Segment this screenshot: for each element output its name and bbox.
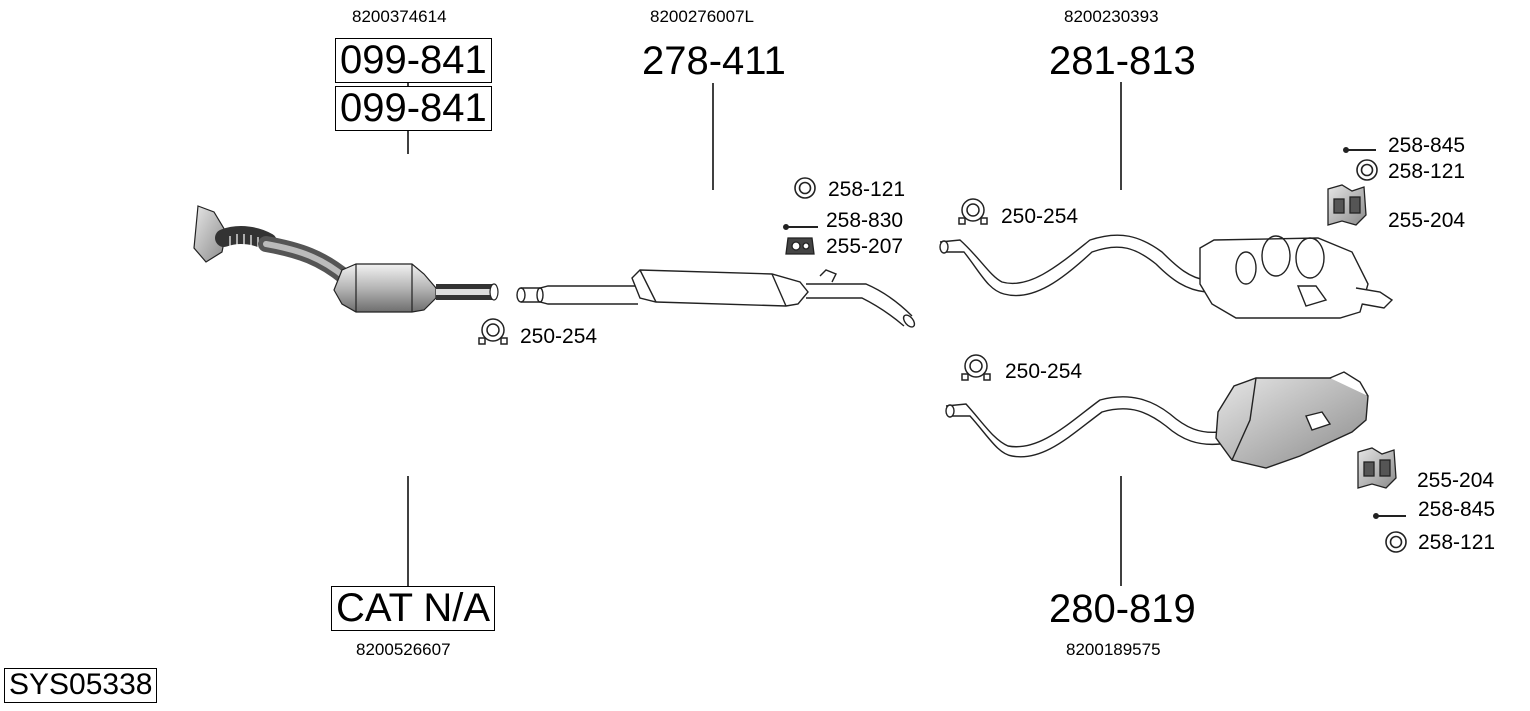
clamp-icon-rear-top	[958, 198, 988, 225]
bolt-icon-rear-bottom	[1373, 513, 1406, 519]
bolt-icon-middle	[783, 224, 818, 230]
clamp-icon-rear-bottom	[961, 354, 991, 381]
accessory-label-mount-rear-bottom[interactable]: 255-204	[1417, 469, 1495, 492]
accessory-label-mount-rear-top[interactable]: 255-204	[1388, 209, 1466, 232]
mount-icon-rear-top	[1327, 184, 1367, 226]
clamp-icon-cat	[478, 318, 508, 345]
accessory-label-clamp-rear-top[interactable]: 250-254	[1001, 205, 1079, 228]
accessory-label-bolt-middle[interactable]: 258-830	[826, 209, 904, 232]
mount-icon-group	[785, 184, 1397, 489]
clamp-icon-group	[478, 198, 991, 381]
accessory-label-mount-middle[interactable]: 255-207	[826, 235, 904, 258]
catalytic-converter-drawing	[193, 205, 499, 313]
ring-icon-group	[794, 159, 1407, 553]
mount-icon-rear-bottom	[1357, 447, 1397, 489]
ring-icon-rear-top	[1356, 159, 1378, 181]
part-number-box-cat-na[interactable]: CAT N/A	[331, 586, 496, 631]
part-number-rear-top[interactable]: 281-813	[1049, 39, 1196, 83]
part-number-middle[interactable]: 278-411	[642, 39, 786, 83]
rear-silencer-bottom-drawing	[945, 371, 1369, 469]
part-number-box-cat-2[interactable]: 099-841	[335, 86, 492, 131]
leader-lines	[407, 80, 1122, 586]
middle-silencer-drawing	[516, 269, 916, 328]
oem-number-middle: 8200276007L	[650, 7, 755, 26]
mount-icon-middle	[785, 237, 815, 255]
oem-number-cat-na: 8200526607	[356, 640, 451, 659]
part-number-rear-bottom[interactable]: 280-819	[1049, 587, 1196, 631]
oem-number-rear-bottom: 8200189575	[1066, 640, 1161, 659]
rear-silencer-top-drawing	[939, 234, 1394, 319]
oem-number-cat: 8200374614	[352, 7, 447, 26]
oem-number-rear-top: 8200230393	[1064, 7, 1159, 26]
bolt-icon-group	[783, 147, 1406, 519]
accessory-label-ring-rear-top[interactable]: 258-121	[1388, 160, 1466, 183]
accessory-label-clamp-rear-bottom[interactable]: 250-254	[1005, 360, 1083, 383]
system-code-box: SYS05338	[4, 668, 158, 703]
part-number-box-cat-1[interactable]: 099-841	[335, 38, 492, 83]
accessory-label-bolt-rear-top[interactable]: 258-845	[1388, 134, 1466, 157]
accessory-label-bolt-rear-bottom[interactable]: 258-845	[1418, 498, 1496, 521]
accessory-label-clamp-cat[interactable]: 250-254	[520, 325, 598, 348]
bolt-icon-rear-top	[1343, 147, 1376, 153]
accessory-label-ring-rear-bottom[interactable]: 258-121	[1418, 531, 1496, 554]
ring-icon-middle	[794, 177, 816, 199]
ring-icon-rear-bottom	[1385, 531, 1407, 553]
accessory-label-ring-middle[interactable]: 258-121	[828, 178, 906, 201]
